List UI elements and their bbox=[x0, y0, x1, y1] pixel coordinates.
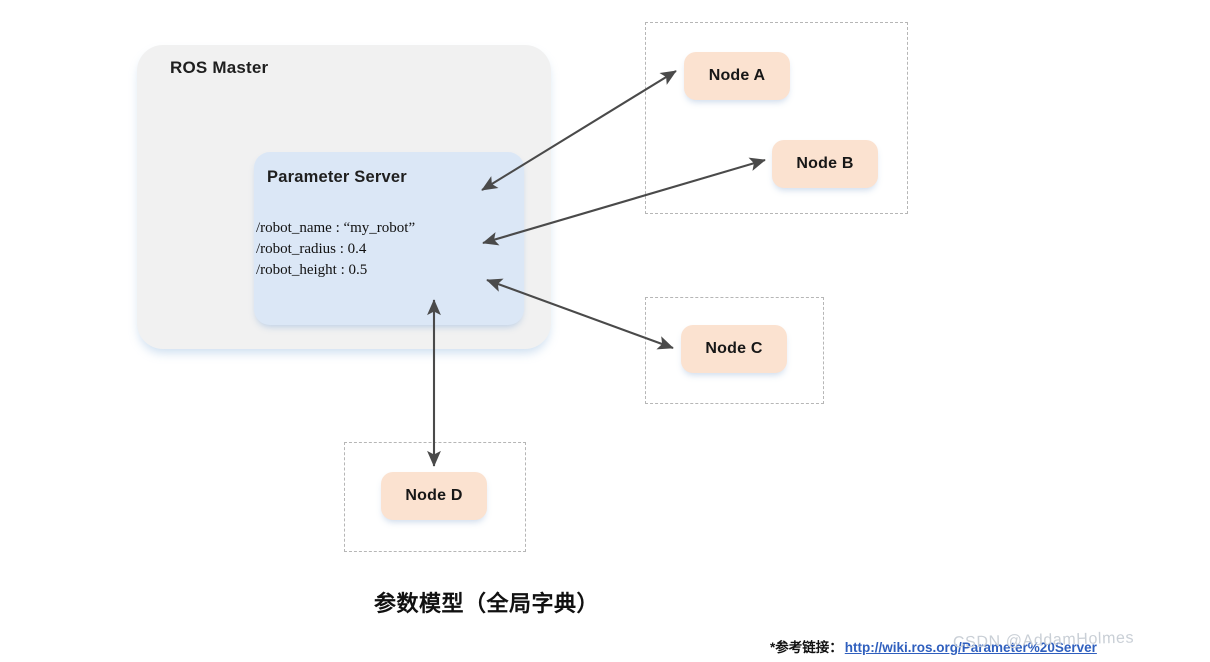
parameter-server-box bbox=[254, 152, 524, 325]
parameter-server-label: Parameter Server bbox=[267, 168, 407, 186]
parameter-item-robot-radius: /robot_radius : 0.4 bbox=[256, 241, 367, 257]
parameter-item-robot-name: /robot_name : “my_robot” bbox=[256, 220, 416, 236]
node-group-c bbox=[645, 297, 824, 404]
reference-url-link[interactable]: http://wiki.ros.org/Parameter%20Server bbox=[844, 640, 1097, 655]
node-box-c: Node C bbox=[681, 325, 787, 373]
csdn-watermark: CSDN @AddamHolmes bbox=[952, 629, 1135, 652]
reference-line: *参考链接：http://wiki.ros.org/Parameter%20Se… bbox=[770, 636, 1097, 656]
node-box-b: Node B bbox=[772, 140, 878, 188]
parameter-item-robot-height: /robot_height : 0.5 bbox=[256, 262, 368, 278]
node-box-a: Node A bbox=[684, 52, 790, 100]
node-box-d: Node D bbox=[381, 472, 487, 520]
ros-master-label: ROS Master bbox=[170, 58, 269, 77]
diagram-caption: 参数模型（全局字典） bbox=[374, 591, 600, 616]
reference-prefix: *参考链接： bbox=[770, 640, 843, 655]
parameter-list: /robot_name : “my_robot” /robot_radius :… bbox=[256, 218, 415, 281]
